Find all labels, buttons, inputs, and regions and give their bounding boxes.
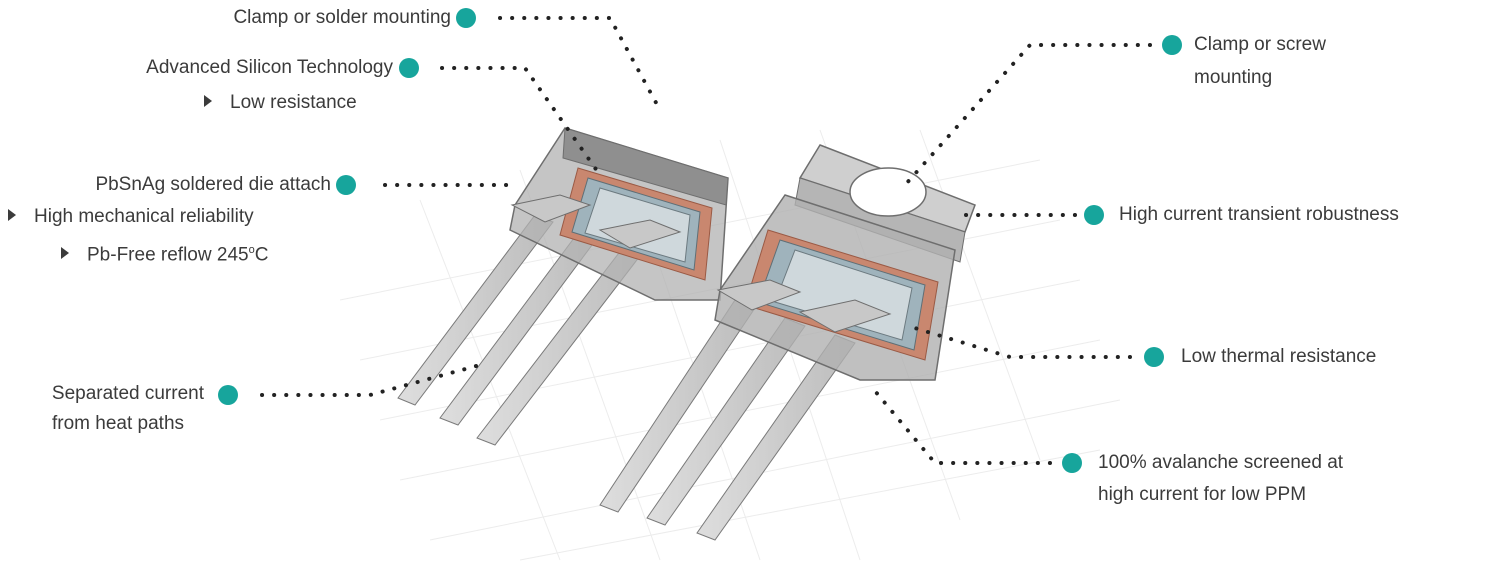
- label-thermal: Low thermal resistance: [1181, 346, 1377, 367]
- label-separated-line2: from heat paths: [52, 413, 185, 434]
- label-die-attach: PbSnAg soldered die attach: [95, 174, 331, 195]
- bullet-dot-icon: [456, 8, 476, 28]
- leader-separated: [260, 363, 482, 397]
- leader-lines: [260, 16, 1152, 465]
- triangle-bullet-icon: [61, 247, 69, 260]
- bullet-dot-icon: [218, 385, 238, 405]
- bullet-dot-icon: [399, 58, 419, 78]
- label-mech-reliability: High mechanical reliability: [8, 203, 254, 231]
- label-advanced-silicon: Advanced Silicon Technology: [146, 57, 393, 78]
- label-pb-free: Pb-Free reflow 245oC: [61, 236, 268, 269]
- leader-clamp-screw: [903, 43, 1152, 187]
- label-low-resistance: Low resistance: [204, 89, 357, 117]
- bullet-dot-icon: [1062, 453, 1082, 473]
- triangle-bullet-icon: [204, 94, 212, 107]
- triangle-bullet-icon: [8, 208, 16, 221]
- left-package: [397, 127, 729, 446]
- label-separated-line1: Separated current: [51, 383, 204, 404]
- label-avalanche-line2: high current for low PPM: [1098, 484, 1307, 505]
- leader-clamp-solder: [498, 16, 662, 112]
- label-clamp-screw-line1: Clamp or screw: [1194, 34, 1326, 55]
- bullet-dot-icon: [1084, 205, 1104, 225]
- leader-advanced-silicon: [440, 66, 602, 177]
- right-package: [599, 144, 976, 541]
- mounting-hole: [849, 167, 927, 217]
- leader-thermal: [903, 323, 1132, 359]
- label-clamp-solder: Clamp or solder mounting: [233, 7, 451, 28]
- leader-avalanche: [868, 383, 1052, 465]
- label-transient: High current transient robustness: [1119, 204, 1399, 225]
- label-avalanche-line1: 100% avalanche screened at: [1098, 452, 1344, 473]
- bullet-dots: [218, 8, 1182, 473]
- label-clamp-screw-line2: mounting: [1194, 67, 1273, 88]
- bullet-dot-icon: [1144, 347, 1164, 367]
- bullet-dot-icon: [1162, 35, 1182, 55]
- bullet-dot-icon: [336, 175, 356, 195]
